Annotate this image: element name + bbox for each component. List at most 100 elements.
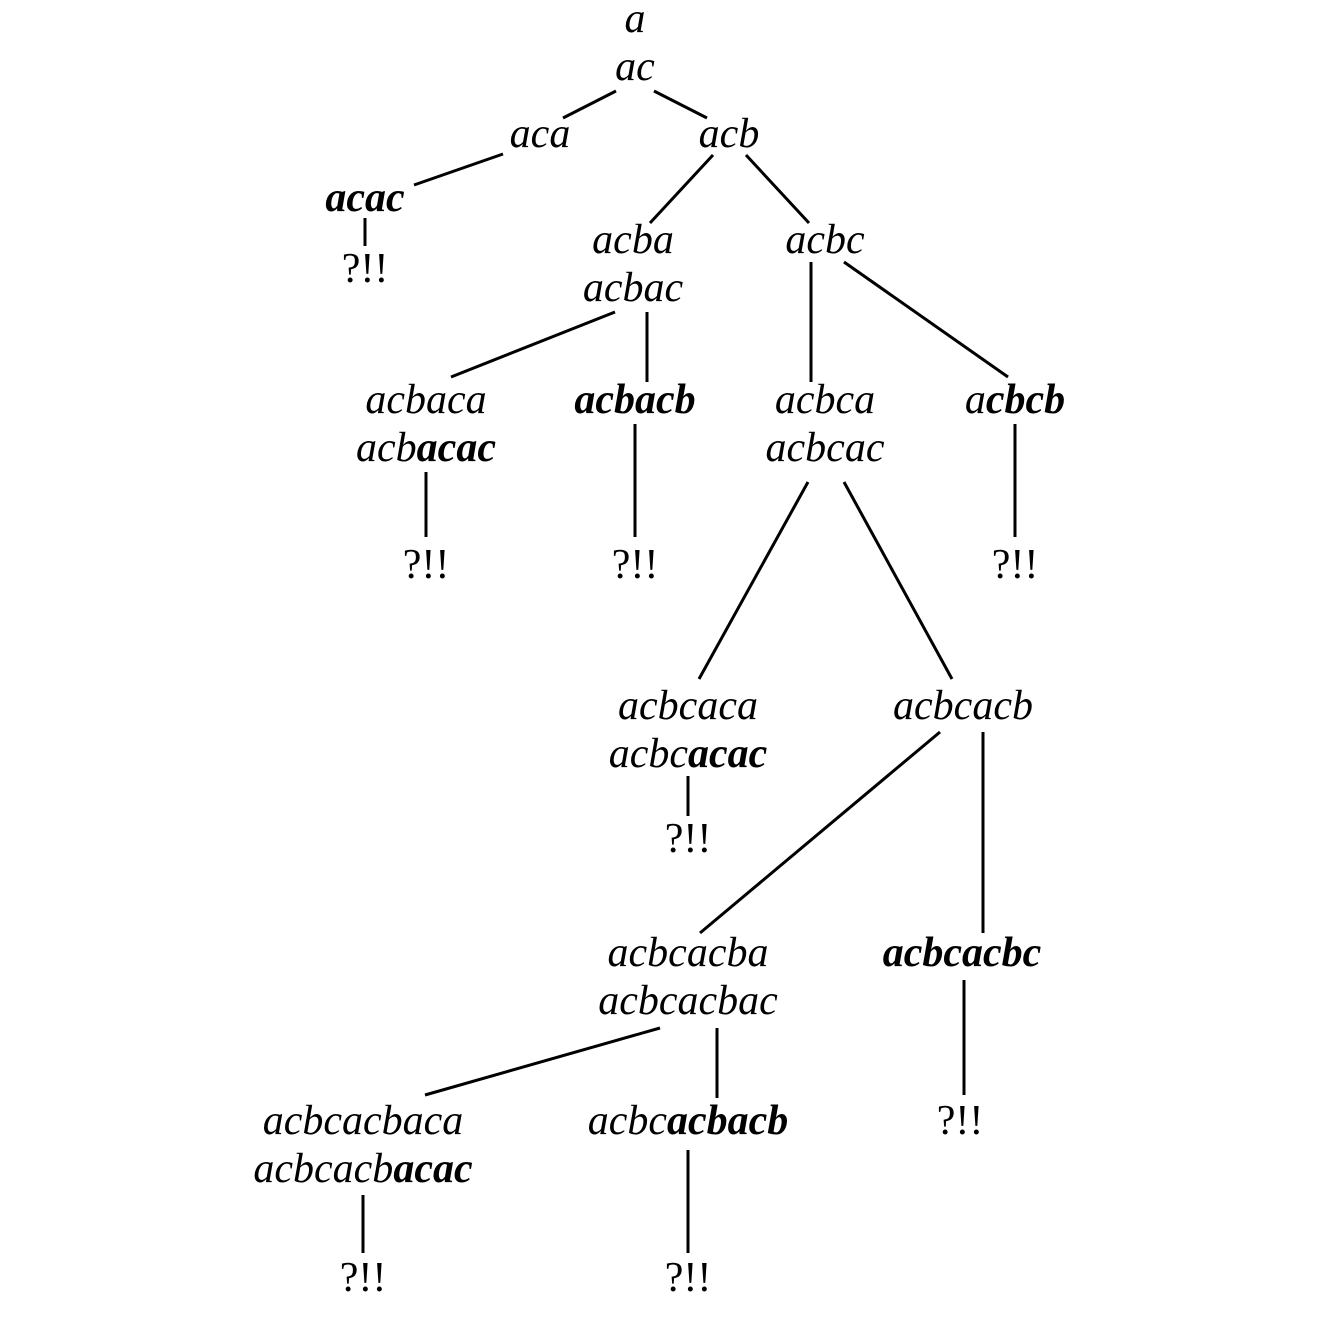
- node-word-line: acbcacbac: [598, 978, 778, 1024]
- node-word-line: acbaca: [365, 377, 486, 423]
- word-segment: ?!!: [342, 246, 389, 292]
- word-segment: acbc: [609, 731, 689, 777]
- word-segment: acb: [356, 425, 417, 471]
- word-segment: ?!!: [665, 1255, 712, 1301]
- node-word-line: acbcacbc: [883, 930, 1042, 976]
- node-word-line: acbcacba: [608, 930, 769, 976]
- node-word-line: acbcacbacb: [588, 1098, 789, 1144]
- dead-end-mark: ?!!: [340, 1255, 387, 1301]
- word-segment: acbcacba: [608, 930, 769, 976]
- edge-acbc-acbcb: [843, 260, 1009, 379]
- word-segment: acbaca: [365, 377, 486, 423]
- dead-end-mark: ?!!: [665, 816, 712, 862]
- dead-end-mark: ?!!: [937, 1098, 984, 1144]
- node-ac: ac: [615, 44, 655, 90]
- word-segment: acbca: [775, 377, 875, 423]
- node-word-line: acbcac: [766, 425, 885, 471]
- node-acbcacb: acbcacb: [893, 683, 1033, 729]
- edge-acb-acbc: [744, 153, 811, 225]
- word-segment: acbc: [588, 1098, 668, 1144]
- word-segment: ?!!: [937, 1098, 984, 1144]
- node-acbaca-end: ?!!: [403, 542, 450, 588]
- bold-segment: acbacb: [574, 377, 695, 423]
- bold-segment: acac: [393, 1146, 473, 1192]
- word-segment: acba: [592, 217, 674, 263]
- node-word-line: a: [625, 0, 646, 42]
- edge-aca-acac: [413, 152, 504, 187]
- word-segment: acbcacb: [893, 683, 1033, 729]
- word-segment: acbcac: [766, 425, 885, 471]
- node-word-line: acbc: [785, 217, 865, 263]
- bold-segment: acbcacbc: [883, 930, 1042, 976]
- edge-acbcacb-acbcacba: [699, 730, 941, 935]
- node-acb: acb: [699, 111, 760, 157]
- node-acbcacbaca-end: ?!!: [340, 1255, 387, 1301]
- edge-acb-acba: [648, 153, 715, 225]
- node-acbcb: acbcb: [965, 377, 1065, 423]
- node-acbcacbacb: acbcacbacb: [588, 1098, 789, 1144]
- word-segment: ?!!: [403, 542, 450, 588]
- node-word-line: acbcacb: [893, 683, 1033, 729]
- node-word-line: acb: [699, 111, 760, 157]
- bold-segment: acac: [417, 425, 497, 471]
- node-word-line: acac: [325, 175, 405, 221]
- word-segment: acbc: [785, 217, 865, 263]
- node-word-line: acbcacac: [609, 731, 768, 777]
- node-word-line: ac: [615, 44, 655, 90]
- dead-end-mark: ?!!: [665, 1255, 712, 1301]
- node-word-line: acbac: [583, 265, 684, 311]
- node-acbcacbc: acbcacbc: [883, 930, 1042, 976]
- node-acbcacbacb-end: ?!!: [665, 1255, 712, 1301]
- node-acbcaca-end: ?!!: [665, 816, 712, 862]
- edge-acba-acbaca: [450, 310, 616, 379]
- dead-end-mark: ?!!: [342, 246, 389, 292]
- word-segment: ?!!: [612, 542, 659, 588]
- node-a: a: [625, 0, 646, 42]
- node-word-line: acba: [592, 217, 674, 263]
- node-word-line: acbcacbaca: [263, 1098, 464, 1144]
- edge-acbca-acbcacb: [842, 481, 954, 680]
- node-acac-end: ?!!: [342, 246, 389, 292]
- word-segment: a: [625, 0, 646, 42]
- word-segment: ?!!: [665, 816, 712, 862]
- bold-segment: acac: [688, 731, 768, 777]
- node-word-line: acbcacbacac: [253, 1146, 473, 1192]
- word-segment: acbac: [583, 265, 684, 311]
- node-acbcb-end: ?!!: [992, 542, 1039, 588]
- word-segment: acbcacb: [253, 1146, 393, 1192]
- bold-segment: cbcb: [986, 377, 1065, 423]
- word-segment: ?!!: [992, 542, 1039, 588]
- node-word-line: acbacac: [356, 425, 496, 471]
- node-aca: aca: [510, 111, 571, 157]
- dead-end-mark: ?!!: [403, 542, 450, 588]
- edge-acbca-acbcaca: [697, 481, 810, 680]
- node-acbacb: acbacb: [574, 377, 695, 423]
- word-segment: acb: [699, 111, 760, 157]
- node-acbcacbc-end: ?!!: [937, 1098, 984, 1144]
- dead-end-mark: ?!!: [612, 542, 659, 588]
- word-segment: acbcacbaca: [263, 1098, 464, 1144]
- word-segment: ?!!: [340, 1255, 387, 1301]
- word-segment: a: [965, 377, 986, 423]
- node-acbc: acbc: [785, 217, 865, 263]
- node-acac: acac: [325, 175, 405, 221]
- node-word-line: acbca: [775, 377, 875, 423]
- word-segment: acbcacbac: [598, 978, 778, 1024]
- node-word-line: acbacb: [574, 377, 695, 423]
- edge-ac-aca: [562, 89, 617, 120]
- node-acbacb-end: ?!!: [612, 542, 659, 588]
- bold-segment: acac: [325, 175, 405, 221]
- tree-edges: [361, 89, 1017, 1253]
- bold-segment: acbacb: [667, 1098, 788, 1144]
- edge-acbcacba-acbcacbaca: [424, 1026, 661, 1097]
- node-word-line: acbcb: [965, 377, 1065, 423]
- word-segment: ac: [615, 44, 655, 90]
